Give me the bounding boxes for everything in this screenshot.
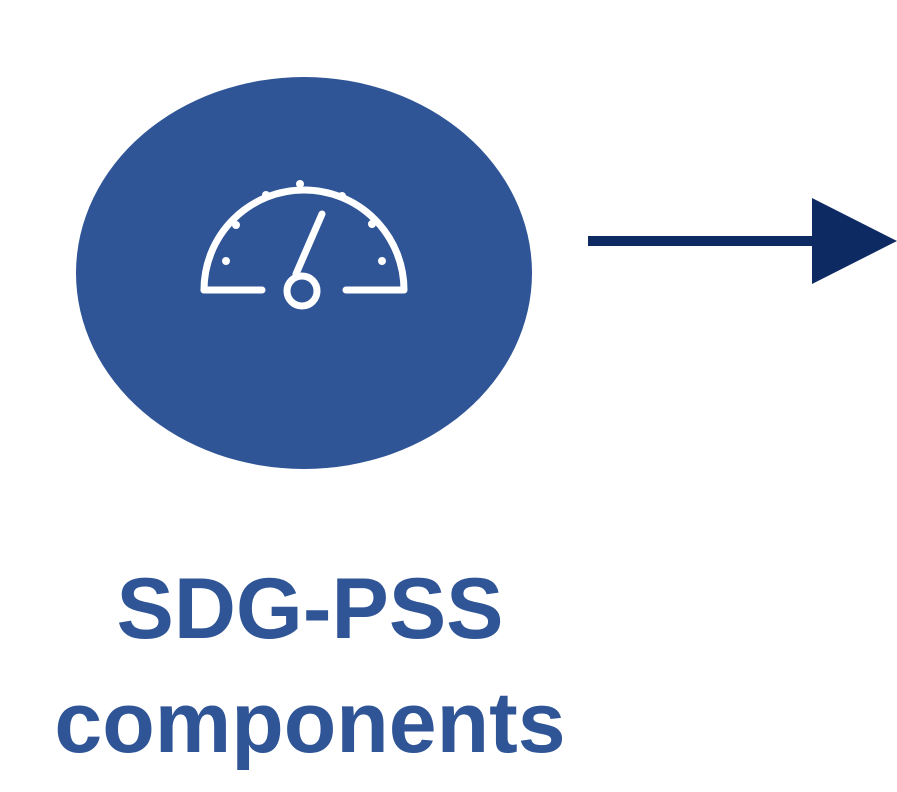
node-label-line1: SDG-PSS: [116, 561, 504, 657]
node-label-line2: components: [54, 675, 566, 771]
speedometer-gauge-icon: [200, 180, 408, 310]
flow-arrow: [588, 198, 897, 284]
